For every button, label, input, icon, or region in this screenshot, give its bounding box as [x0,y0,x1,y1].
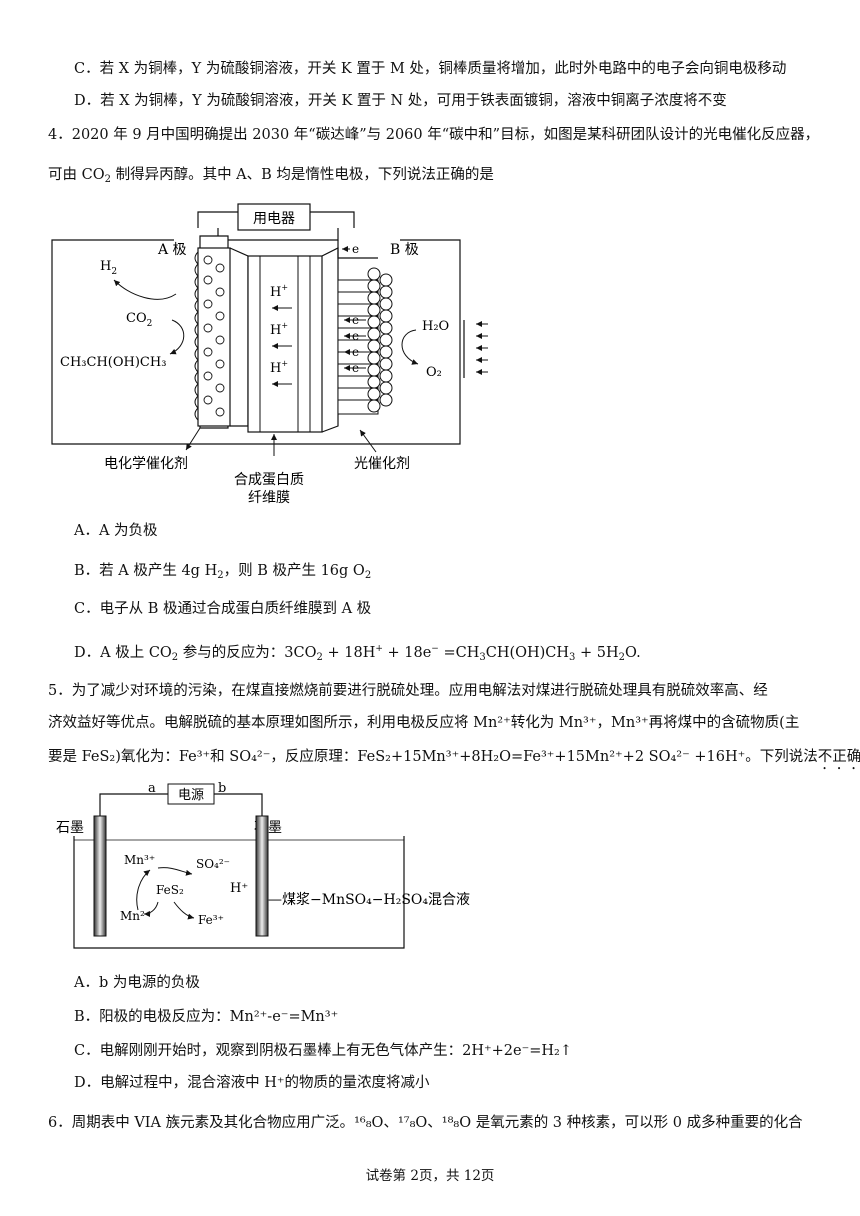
proton-labels: H+ H+ H+ [270,283,288,376]
water-label: H₂O [422,319,449,334]
electrode-b [367,267,393,413]
q5-stem-line2: 济效益好等优点。电解脱硫的基本原理如图所示，利用电极反应将 Mn²⁺转化为 Mn… [48,715,800,731]
mn3-label: Mn³⁺ [124,853,155,867]
terminal-a: a [148,782,156,796]
device-label: 用电器 [253,211,295,227]
so4-label: SO₄²⁻ [196,857,230,871]
svg-text:e: e [352,242,359,256]
q5-electrolysis-diagram: a 电源 b 石墨 石墨 Mn³⁺ SO₄²⁻ FeS₂ Mn²⁺ Fe³⁺ H… [56,782,470,949]
svg-text:H+: H+ [270,321,288,338]
terminal-b: b [218,782,226,796]
q4-stem-line2: 可由 CO2 制得异丙醇。其中 A、B 均是惰性电极，下列说法正确的是 [48,167,494,185]
light-arrows [476,321,488,375]
q5-option-b: B．阳极的电极反应为：Mn²⁺-e⁻=Mn³⁺ [74,1009,339,1025]
product-label: CH₃CH(OH)CH₃ [60,355,166,370]
q5-option-a: A．b 为电源的负极 [74,975,200,991]
power-box [167,783,215,805]
fes2-label: FeS₂ [156,883,184,897]
q4-stem-line1: 4．2020 年 9 月中国明确提出 2030 年“碳达峰”与 2060 年“碳… [48,127,820,143]
cathode-rod [255,815,269,937]
q4-option-b: B．若 A 极产生 4g H2，则 B 极产生 16g O2 [74,563,372,581]
emphasis-not-correct: 不正确 [817,749,860,765]
device-box [237,203,311,231]
q3-option-c: C．若 X 为铜棒，Y 为硫酸铜溶液，开关 K 置于 M 处，铜棒质量将增加，此… [74,61,787,77]
membrane-label-2: 纤维膜 [248,490,290,506]
h2-label: H2 [100,259,117,277]
page-footer: 试卷第 2页，共 12页 [365,1168,495,1184]
q5-option-d: D．电解过程中，混合溶液中 H⁺的物质的量浓度将减小 [74,1075,430,1091]
electrode-a-label: A 极 [157,242,187,258]
q5-stem-line1: 5．为了减少对环境的污染，在煤直接燃烧前要进行脱硫处理。应用电解法对煤进行脱硫处… [48,683,768,699]
electrode-a [197,247,231,427]
q4-photoelectrocatalysis-diagram: 用电器 H+ H+ H+ [51,203,488,506]
q5-option-c: C．电解刚刚开始时，观察到阴极石墨棒上有无色气体产生：2H⁺+2e⁻=H₂↑ [74,1043,572,1059]
q4-option-a: A．A 为负极 [74,523,158,539]
co2-label: CO2 [126,311,152,329]
electrode-b-label: B 极 [390,242,419,258]
q6-stem: 6．周期表中 VIA 族元素及其化合物应用广泛。¹⁶₈O、¹⁷₈O、¹⁸₈O 是… [48,1115,803,1131]
cat-right-label: 光催化剂 [354,456,410,472]
oxygen-label: O₂ [426,365,442,380]
mn2-label: Mn²⁺ [120,909,151,923]
q4-option-d: D．A 极上 CO2 参与的反应为：3CO2 + 18H+ + 18e− =CH… [74,644,641,663]
power-label: 电源 [178,788,204,803]
membrane-label-1: 合成蛋白质 [234,472,304,488]
q4-option-c: C．电子从 B 极通过合成蛋白质纤维膜到 A 极 [74,601,372,617]
q5-stem-line3: 要是 FeS₂)氧化为：Fe³⁺和 SO₄²⁻，反应原理：FeS₂+15Mn³⁺… [48,749,860,765]
q3-option-d: D．若 X 为铜棒，Y 为硫酸铜溶液，开关 K 置于 N 处，可用于铁表面镀铜，… [74,93,727,109]
fe3-label: Fe³⁺ [198,913,224,927]
hplus-label: H⁺ [230,881,248,896]
svg-text:H+: H+ [270,359,288,376]
cat-left-label: 电化学催化剂 [104,456,188,472]
anode-rod [93,815,107,937]
tank [73,836,405,949]
graphite-left-label: 石墨 [56,820,84,836]
svg-text:H+: H+ [270,283,288,300]
mixture-label: —煤浆−MnSO₄−H₂SO₄混合液 [268,892,470,908]
